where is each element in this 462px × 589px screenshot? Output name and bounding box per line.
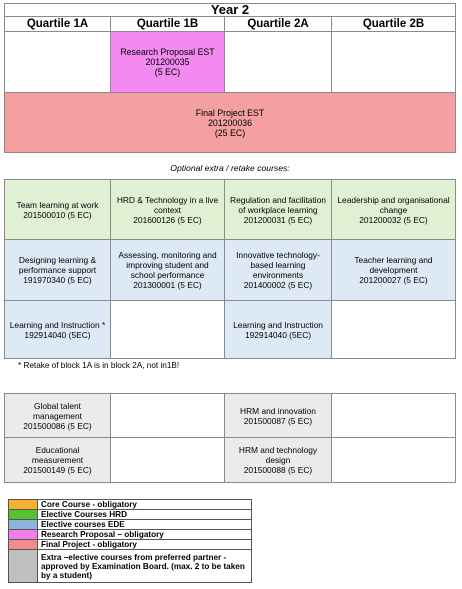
legend-label-core: Core Course - obligatory xyxy=(37,499,252,510)
legend-swatch-hrd xyxy=(8,509,38,520)
empty-extra-row2-1b xyxy=(110,437,225,483)
course-assessing-monitoring: Assessing, monitoring and improving stud… xyxy=(110,239,225,301)
empty-extra-1b xyxy=(110,393,225,438)
legend-swatch-extra xyxy=(8,549,38,583)
empty-extra-row2-2b xyxy=(331,437,456,483)
final-project-cell: Final Project EST 201200036 (25 EC) xyxy=(4,92,456,153)
empty-cell-1a xyxy=(4,31,111,93)
optional-courses-title: Optional extra / retake courses: xyxy=(170,163,290,173)
empty-cell-row3-2b xyxy=(331,300,456,359)
legend: Core Course - obligatory Elective Course… xyxy=(8,499,252,583)
quartile-2b-header: Quartile 2B xyxy=(331,16,456,32)
legend-label-hrd: Elective Courses HRD xyxy=(37,509,252,520)
course-teacher-learning: Teacher learning and development 2012000… xyxy=(331,239,456,301)
course-team-learning: Team learning at work 201500010 (5 EC) xyxy=(4,179,111,240)
course-innovative-technology: Innovative technology-based learning env… xyxy=(224,239,332,301)
course-hrm-technology-design: HRM and technology design 201500088 (5 E… xyxy=(224,437,332,483)
legend-label-ede: Elective courses EDE xyxy=(37,519,252,530)
course-hrd-technology: HRD & Technology in a live context 20160… xyxy=(110,179,225,240)
legend-row-hrd: Elective Courses HRD xyxy=(8,509,252,520)
legend-row-final: Final Project - obligatory xyxy=(8,539,252,550)
retake-footnote: * Retake of block 1A is in block 2A, not… xyxy=(18,361,180,370)
legend-row-core: Core Course - obligatory xyxy=(8,499,252,510)
quartile-1b-header: Quartile 1B xyxy=(110,16,225,32)
legend-swatch-final xyxy=(8,539,38,550)
legend-row-extra: Extra –elective courses from preferred p… xyxy=(8,549,252,583)
legend-row-ede: Elective courses EDE xyxy=(8,519,252,530)
course-learning-instruction-1a: Learning and Instruction * 192914040 (5E… xyxy=(4,300,111,359)
legend-swatch-core xyxy=(8,499,38,510)
empty-cell-2b xyxy=(331,31,456,93)
research-proposal-cell: Research Proposal EST 201200035 (5 EC) xyxy=(110,31,225,93)
course-hrm-innovation: HRM and innovation 201500087 (5 EC) xyxy=(224,393,332,438)
course-regulation-facilitation: Regulation and facilitation of workplace… xyxy=(224,179,332,240)
course-educational-measurement: Educational measurement 201500149 (5 EC) xyxy=(4,437,111,483)
legend-row-research: Research Proposal – obligatory xyxy=(8,529,252,540)
legend-label-extra: Extra –elective courses from preferred p… xyxy=(37,549,252,583)
year-header: Year 2 xyxy=(4,3,456,17)
empty-extra-2b xyxy=(331,393,456,438)
quartile-1a-header: Quartile 1A xyxy=(4,16,111,32)
course-global-talent: Global talent management 201500086 (5 EC… xyxy=(4,393,111,438)
legend-swatch-research xyxy=(8,529,38,540)
legend-swatch-ede xyxy=(8,519,38,530)
legend-label-research: Research Proposal – obligatory xyxy=(37,529,252,540)
course-designing-learning: Designing learning & performance support… xyxy=(4,239,111,301)
course-leadership: Leadership and organisational change 201… xyxy=(331,179,456,240)
empty-cell-2a xyxy=(224,31,332,93)
empty-cell-row3-1b xyxy=(110,300,225,359)
legend-label-final: Final Project - obligatory xyxy=(37,539,252,550)
quartile-2a-header: Quartile 2A xyxy=(224,16,332,32)
course-learning-instruction-2a: Learning and Instruction 192914040 (5EC) xyxy=(224,300,332,359)
